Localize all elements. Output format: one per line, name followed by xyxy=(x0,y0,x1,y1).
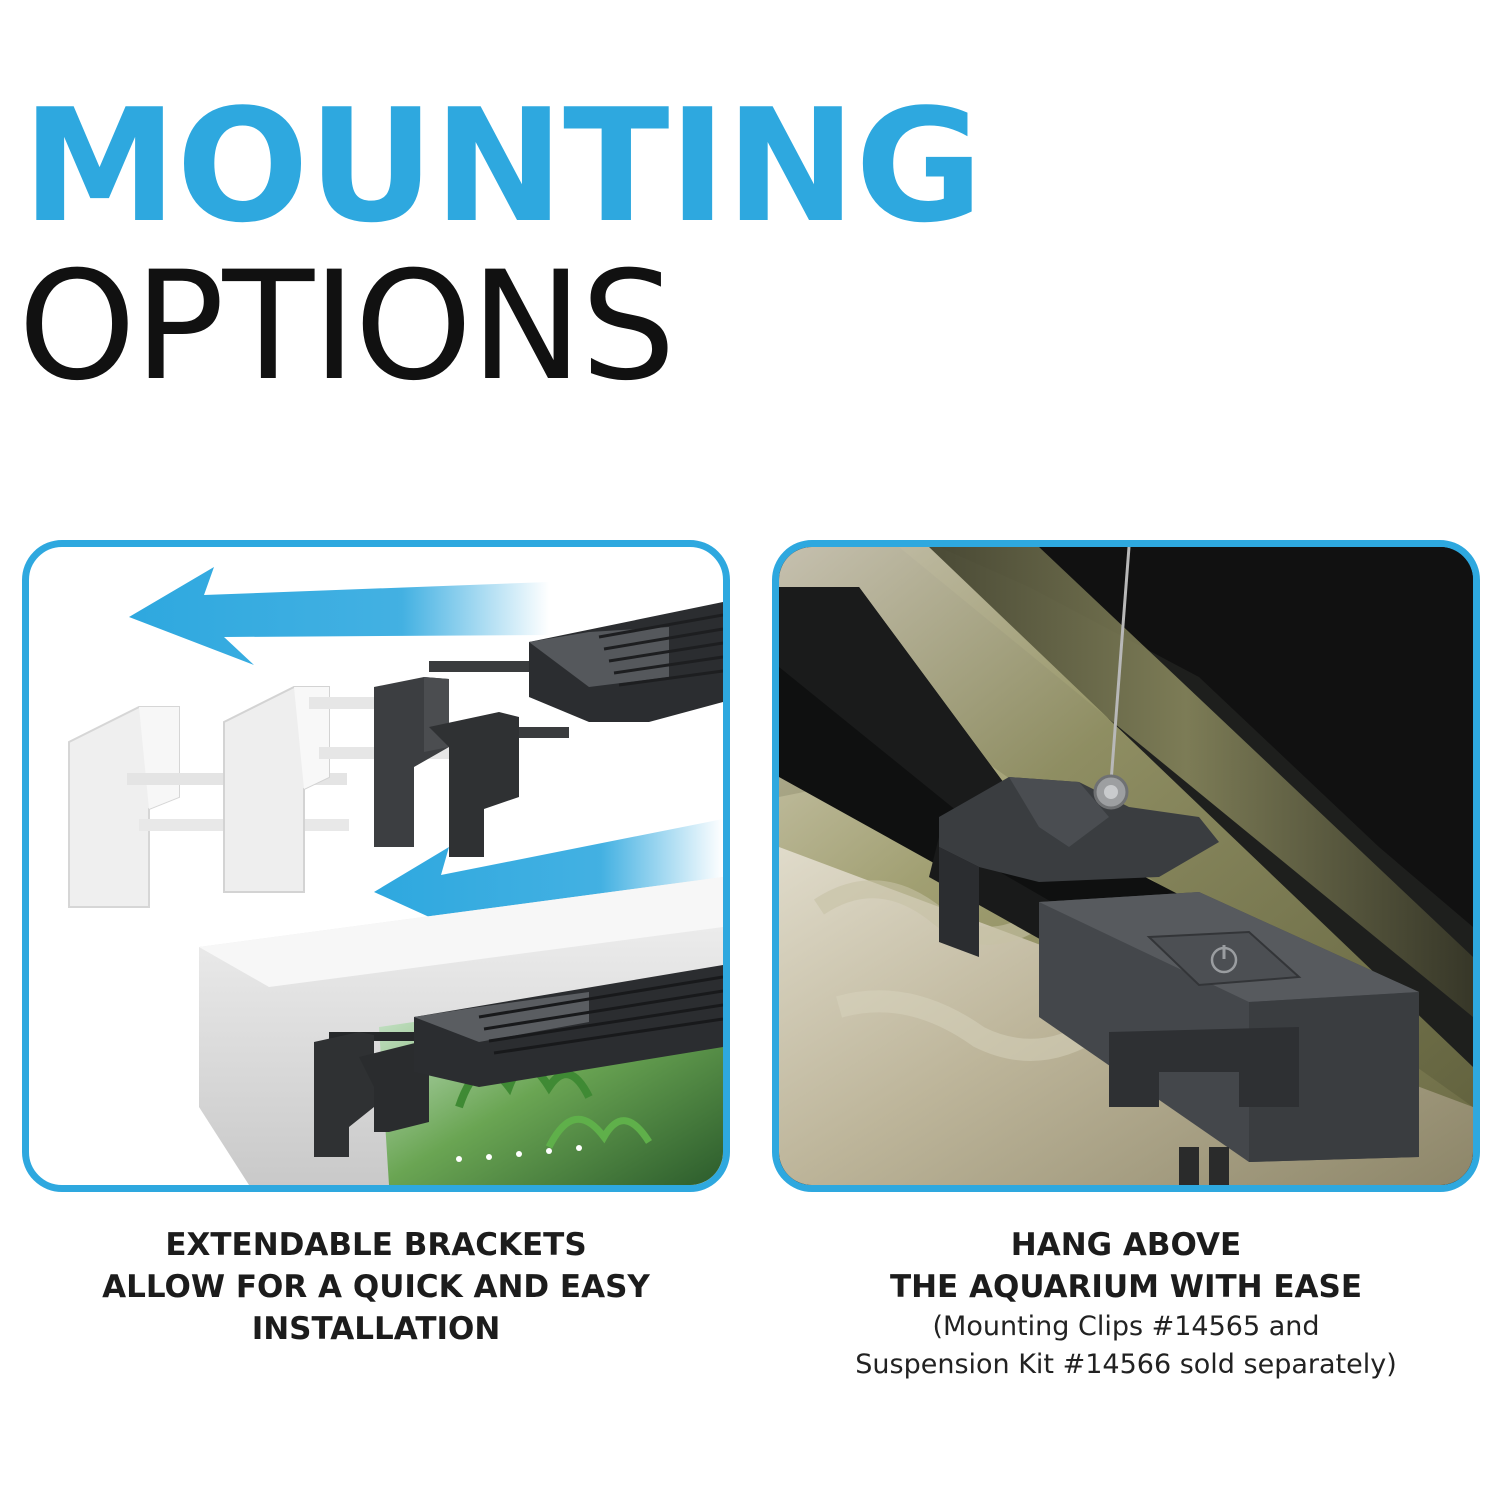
hang-above-illustration xyxy=(779,547,1473,1185)
suspension-wire xyxy=(1109,547,1131,783)
caption-note: (Mounting Clips #14565 and xyxy=(932,1311,1320,1342)
caption-line: THE AQUARIUM WITH EASE xyxy=(889,1269,1363,1305)
dark-bracket-extended xyxy=(374,661,569,857)
hang-above-caption: HANG ABOVE THE AQUARIUM WITH EASE (Mount… xyxy=(772,1224,1480,1384)
mounting-clip xyxy=(939,774,1219,957)
extendable-brackets-caption: EXTENDABLE BRACKETS ALLOW FOR A QUICK AN… xyxy=(22,1224,730,1350)
caption-line: INSTALLATION xyxy=(251,1311,501,1347)
caption-line: ALLOW FOR A QUICK AND EASY xyxy=(102,1269,650,1305)
extendable-brackets-panel xyxy=(22,540,730,1192)
light-fixture-on-tank xyxy=(314,965,723,1157)
headline-options: OPTIONS xyxy=(18,240,676,414)
extendable-brackets-illustration xyxy=(68,567,723,1185)
power-icon[interactable] xyxy=(1210,945,1238,974)
caption-note: Suspension Kit #14566 sold separately) xyxy=(855,1349,1397,1380)
hang-above-panel xyxy=(772,540,1480,1192)
headline-mounting: MOUNTING xyxy=(22,75,983,257)
arrow-left-icon xyxy=(129,567,549,665)
light-fixture-upper xyxy=(529,602,723,722)
caption-line: HANG ABOVE xyxy=(1010,1227,1242,1263)
end-cap xyxy=(1039,892,1419,1162)
caption-line: EXTENDABLE BRACKETS xyxy=(165,1227,587,1263)
